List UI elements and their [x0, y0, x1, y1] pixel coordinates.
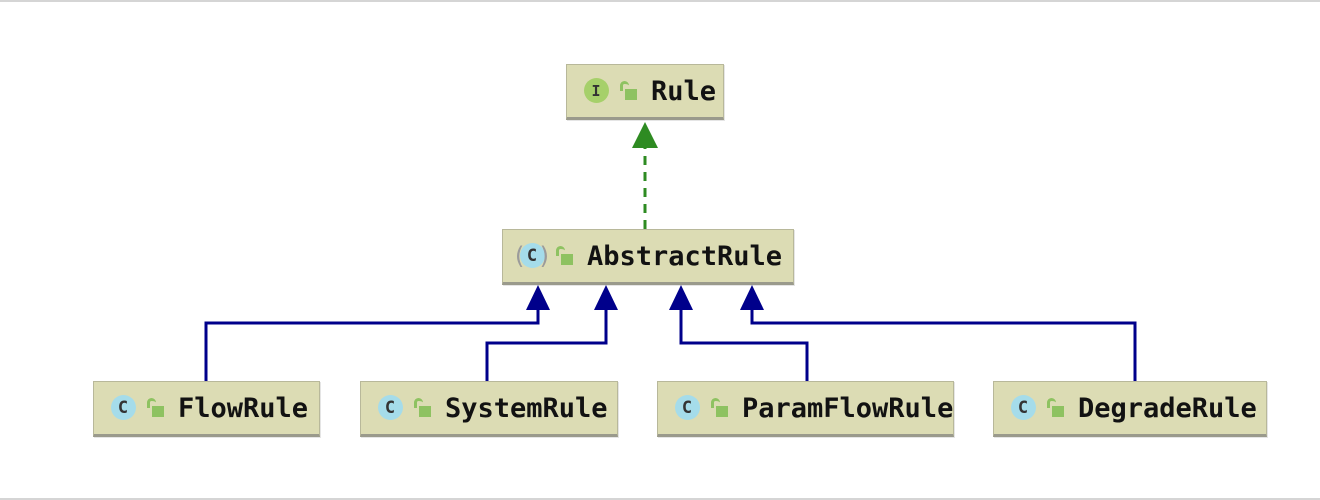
abstract-class-badge-icon: ( C ) [512, 241, 552, 271]
generalization-arrowhead [740, 285, 764, 310]
generalization-line [750, 307, 1137, 381]
class-glyph: C [526, 245, 538, 266]
class-disc-icon [1011, 395, 1036, 420]
interface-disc-icon [584, 78, 609, 103]
edge-systemrule-extends-abstractrule [485, 285, 618, 381]
uml-node-flow-rule[interactable]: C FlowRule [93, 381, 320, 437]
canvas-bottom-rule [0, 498, 1320, 500]
uml-node-label: ParamFlowRule [742, 392, 954, 424]
unlocked-padlock-icon [620, 81, 637, 101]
uml-node-system-rule[interactable]: C SystemRule [360, 381, 618, 437]
unlocked-padlock-icon [556, 246, 573, 266]
class-glyph: C [117, 397, 129, 418]
generalization-arrowhead [526, 285, 550, 310]
unlocked-padlock-icon [414, 398, 431, 418]
class-disc-icon [675, 395, 700, 420]
class-glyph: C [384, 397, 396, 418]
unlocked-padlock-icon [711, 398, 728, 418]
edge-paramflowrule-extends-abstractrule [669, 285, 809, 381]
class-badge-icon: C [108, 393, 138, 423]
uml-node-label: AbstractRule [587, 240, 783, 272]
generalization-line [679, 307, 809, 381]
class-badge-icon: C [672, 393, 702, 423]
generalization-line [485, 307, 608, 381]
class-disc-icon [111, 395, 136, 420]
uml-node-label: Rule [651, 75, 717, 107]
uml-node-label: FlowRule [178, 392, 309, 424]
interface-glyph: I [591, 81, 601, 100]
interface-badge-icon: I [581, 76, 611, 106]
class-disc-icon [520, 243, 545, 268]
abstract-paren-right: ) [537, 242, 552, 270]
edge-degraderule-extends-abstractrule [740, 285, 1137, 381]
uml-node-label: DegradeRule [1078, 392, 1257, 424]
uml-node-rule[interactable]: I Rule [566, 64, 724, 120]
unlocked-padlock-icon [147, 398, 164, 418]
realization-arrowhead [632, 122, 658, 148]
class-glyph: C [681, 397, 693, 418]
canvas-top-rule [0, 0, 1320, 2]
generalization-arrowhead [669, 285, 693, 310]
generalization-arrowhead [594, 285, 618, 310]
class-disc-icon [378, 395, 403, 420]
class-glyph: C [1017, 397, 1029, 418]
edge-flowrule-extends-abstractrule [204, 285, 550, 381]
uml-node-abstract-rule[interactable]: ( C ) AbstractRule [502, 229, 794, 285]
uml-node-label: SystemRule [445, 392, 608, 424]
unlocked-padlock-icon [1047, 398, 1064, 418]
class-badge-icon: C [1008, 393, 1038, 423]
uml-node-degrade-rule[interactable]: C DegradeRule [993, 381, 1267, 437]
class-badge-icon: C [375, 393, 405, 423]
generalization-line [204, 307, 540, 381]
uml-node-param-flow-rule[interactable]: C ParamFlowRule [657, 381, 954, 437]
edge-abstractrule-implements-rule [632, 122, 658, 229]
